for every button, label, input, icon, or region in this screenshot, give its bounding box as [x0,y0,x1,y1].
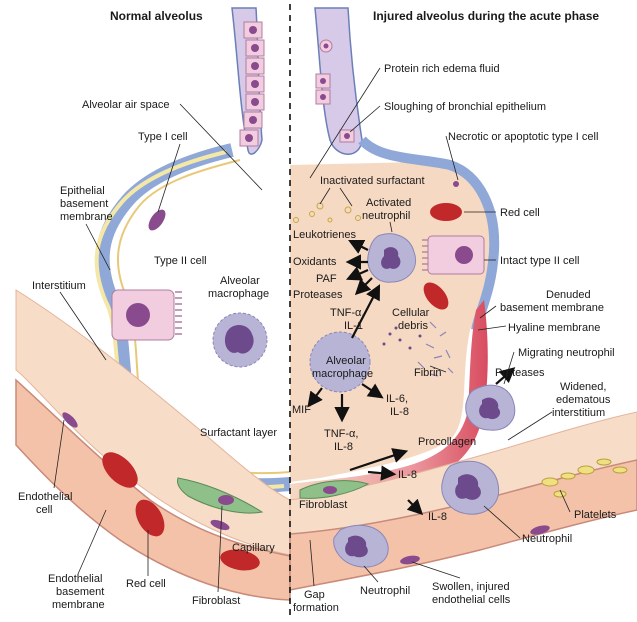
label-epithelial-bm: basement [60,198,108,210]
label-alveolar-macrophage-right: Alveolar [326,355,366,367]
intact-type2-cell [422,235,485,275]
label-denuded-bm: Denuded [546,289,591,301]
inactivated-surfactant [293,202,361,223]
label-intact-type2: Intact type II cell [500,255,579,267]
title-right: Injured alveolus during the acute phase [373,9,599,23]
label-swollen-endothelial: endothelial cells [432,594,511,606]
red-cell [135,499,165,537]
label-tnf-il8: TNF-α, [324,428,358,440]
label-epithelial-bm: Epithelial [60,185,105,197]
label-widened-interstitium: interstitium [552,407,605,419]
label-interstitium: Interstitium [32,280,86,292]
leader-lines-left [53,103,315,593]
label-surfactant-layer: Surfactant layer [200,427,277,439]
label-proteases-right: Proteases [495,367,545,379]
label-mif: MIF [292,404,311,416]
fibrin [417,321,454,377]
bronchial-epithelium [239,21,265,147]
label-il6-il8: IL-8 [390,406,409,418]
label-necrotic: Necrotic or apoptotic type I cell [448,131,598,143]
label-fibrin: Fibrin [414,367,442,379]
label-denuded-bm: basement membrane [500,302,604,314]
label-endothelial-bm: membrane [52,599,105,611]
label-il8-mid: IL-8 [398,469,417,481]
label-tnf-il8: IL-8 [334,441,353,453]
label-tnf-il1: IL-1 [344,320,363,332]
red-cell [430,203,462,221]
alveolar-macrophage-left [212,312,268,368]
label-swollen-endothelial: Swollen, injured [432,581,510,593]
migrating-neutrophil [465,384,516,431]
fibroblast-left [177,477,264,514]
label-gap-formation: Gap [304,589,325,601]
type1-cell-nucleus [148,209,166,231]
label-gap-formation: formation [293,602,339,614]
platelets [541,458,628,498]
mediator-arrows [307,240,516,516]
label-fibroblast-left: Fibroblast [192,595,240,607]
label-leukotrienes: Leukotrienes [293,229,356,241]
label-widened-interstitium: edematous [556,394,611,406]
label-cellular-debris: Cellular [392,307,430,319]
label-fibroblast-right: Fibroblast [299,499,347,511]
type2-cell [111,289,182,341]
red-cell [102,452,138,488]
neutrophil-bottom [333,524,389,568]
label-neutrophil-bottom: Neutrophil [360,585,410,597]
alveolar-macrophage-right [309,331,371,393]
normal-alveolus [15,7,291,601]
label-platelets: Platelets [574,509,617,521]
label-endothelial-bm: Endothelial [48,573,102,585]
cellular-debris [382,326,422,350]
title-left: Normal alveolus [110,9,203,23]
red-cell [423,282,449,310]
label-type1-cell: Type I cell [138,131,188,143]
label-inactivated-surfactant: Inactivated surfactant [320,175,425,187]
label-activated-neutrophil: neutrophil [362,210,410,222]
label-widened-interstitium: Widened, [560,381,606,393]
alveolar-wall-right [358,136,500,332]
label-endothelial-cell: Endothelial [18,491,72,503]
red-cell [220,549,260,571]
label-procollagen: Procollagen [418,436,476,448]
neutrophil-capillary [441,460,500,515]
label-endothelial-bm: basement [56,586,104,598]
label-activated-neutrophil: Activated [366,197,411,209]
label-alveolar-air-space: Alveolar air space [82,99,169,111]
label-paf: PAF [316,273,337,285]
label-il6-il8: IL-6, [386,393,408,405]
leader-lines-right [309,67,571,583]
label-endothelial-cell: cell [36,504,53,516]
label-hyaline-membrane: Hyaline membrane [508,322,600,334]
label-oxidants: Oxidants [293,256,337,268]
label-red-cell-right: Red cell [500,207,540,219]
necrotic-type1-cell [453,181,459,187]
activated-neutrophil [367,233,416,283]
label-alveolar-macrophage-left: macrophage [208,288,269,300]
label-il8-low: IL-8 [428,511,447,523]
label-neutrophil-right: Neutrophil [522,533,572,545]
injured-alveolus [289,7,637,591]
label-red-cell-left: Red cell [126,578,166,590]
label-alveolar-macrophage-left: Alveolar [220,275,260,287]
fibroblast-right [299,480,370,499]
label-cellular-debris: debris [398,320,428,332]
label-alveolar-macrophage-right: macrophage [312,368,373,380]
label-capillary: Capillary [232,542,275,554]
label-protein-edema: Protein rich edema fluid [384,63,500,75]
label-proteases-top: Proteases [293,289,343,301]
label-tnf-il1: TNF-α, [330,307,364,319]
label-sloughing: Sloughing of bronchial epithelium [384,101,546,113]
label-epithelial-bm: membrane [60,211,113,223]
label-migrating-neutrophil: Migrating neutrophil [518,347,615,359]
label-type2-cell: Type II cell [154,255,207,267]
